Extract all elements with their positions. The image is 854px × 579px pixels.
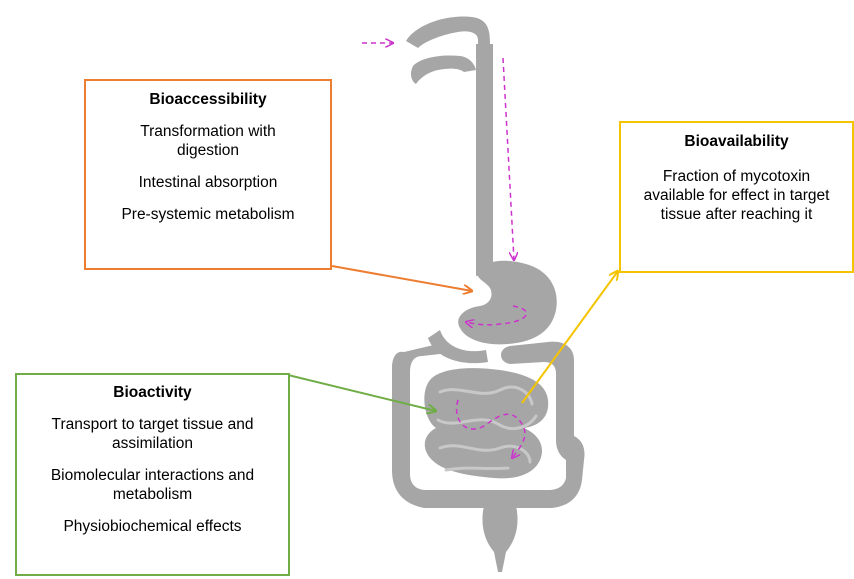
bioaccessibility-title: Bioaccessibility (86, 90, 330, 109)
bioaccessibility-connector-arrow (332, 266, 472, 291)
bioaccessibility-item-metabolism: Pre-systemic metabolism (86, 205, 330, 224)
digestive-tract-icon (392, 16, 585, 572)
bioavailability-box: Bioavailability Fraction of mycotoxin av… (619, 121, 854, 273)
bioactivity-item-interactions: Biomolecular interactions and metabolism (17, 466, 288, 504)
tongue-shape (411, 55, 476, 84)
bioaccessibility-item-absorption: Intestinal absorption (86, 173, 330, 192)
rectum-shape (482, 506, 517, 572)
esophagus-shape (476, 44, 493, 276)
bioaccessibility-item-digestion: Transformation with digestion (86, 122, 330, 160)
bioavailability-description: Fraction of mycotoxin available for effe… (621, 167, 852, 224)
bioactivity-item-effects: Physiobiochemical effects (17, 517, 288, 536)
bioactivity-title: Bioactivity (17, 383, 288, 402)
coil-line-4 (446, 468, 508, 470)
bioactivity-box: Bioactivity Transport to target tissue a… (15, 373, 290, 576)
bioaccessibility-box: Bioaccessibility Transformation with dig… (84, 79, 332, 270)
flow-arrow-esophagus (503, 58, 514, 260)
bioactivity-item-transport: Transport to target tissue and assimilat… (17, 415, 288, 453)
bioavailability-title: Bioavailability (621, 132, 852, 151)
stomach-shape (458, 261, 557, 345)
bioactivity-connector-arrow (288, 375, 436, 411)
